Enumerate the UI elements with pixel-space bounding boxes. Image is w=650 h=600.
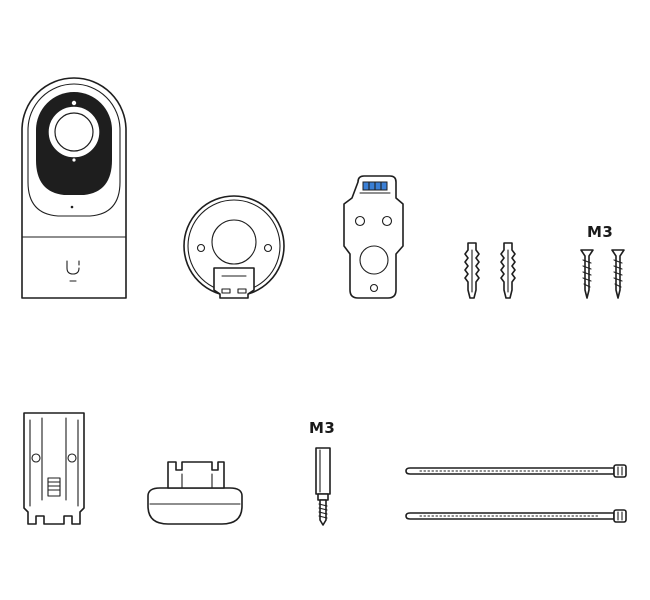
round-mount-plate-icon	[183, 195, 285, 299]
m3-screw-icon	[580, 249, 625, 299]
m3-standoff-icon	[315, 447, 331, 526]
wall-bracket-icon	[343, 175, 404, 299]
pole-base-icon	[147, 461, 243, 525]
camera-icon	[21, 77, 127, 299]
standoff-size-label: M3	[309, 419, 336, 437]
wall-anchor-icon	[464, 242, 516, 299]
cable-tie-icon	[405, 464, 627, 523]
screw-size-label: M3	[587, 223, 614, 241]
clip-adapter-icon	[23, 412, 85, 525]
